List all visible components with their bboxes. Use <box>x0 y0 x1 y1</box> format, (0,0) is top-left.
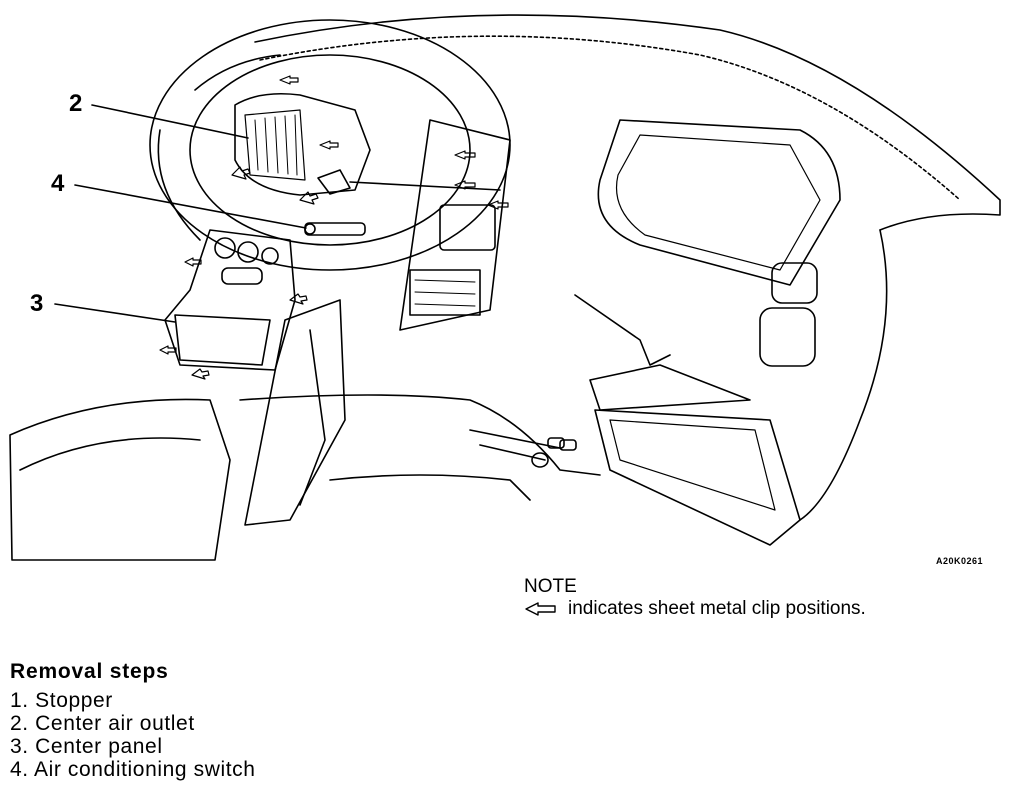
seat <box>9 398 231 561</box>
removal-step: 1. Stopper <box>10 689 113 712</box>
removal-step: 4. Air conditioning switch <box>10 758 256 781</box>
clip-arrow-icon <box>525 602 556 616</box>
callout-4: 4 <box>51 170 65 197</box>
removal-step: 3. Center panel <box>10 735 163 758</box>
glove-box <box>594 409 801 546</box>
removal-steps: Removal steps 1. Stopper 2. Center air o… <box>10 660 256 781</box>
note-legend-text: indicates sheet metal clip positions. <box>568 598 866 619</box>
side-air-vent <box>771 262 818 304</box>
figure-code: A20K0261 <box>936 556 984 566</box>
dashboard-outline <box>254 14 1001 231</box>
callout-3: 3 <box>30 290 44 317</box>
removal-step: 2. Center air outlet <box>10 712 195 735</box>
dashboard-exploded-diagram: 2 4 3 A20K0261 <box>9 14 1001 566</box>
clip-arrows <box>159 75 509 380</box>
note-title: NOTE <box>524 576 577 597</box>
dashboard-line-art <box>9 14 1001 561</box>
passenger-panel <box>597 119 841 286</box>
note-block: NOTE indicates sheet metal clip position… <box>524 576 866 620</box>
center-panel <box>164 229 296 371</box>
removal-steps-title: Removal steps <box>10 660 169 683</box>
steering-wheel <box>149 19 511 271</box>
leader-line-4 <box>74 184 307 229</box>
center-console <box>244 299 346 526</box>
leader-line-2 <box>91 104 249 139</box>
note-legend: indicates sheet metal clip positions. <box>524 598 866 620</box>
removal-steps-list: 1. Stopper 2. Center air outlet 3. Cente… <box>10 689 256 781</box>
callout-2: 2 <box>69 90 83 117</box>
leader-line-3 <box>54 303 176 323</box>
center-stack <box>399 119 511 331</box>
